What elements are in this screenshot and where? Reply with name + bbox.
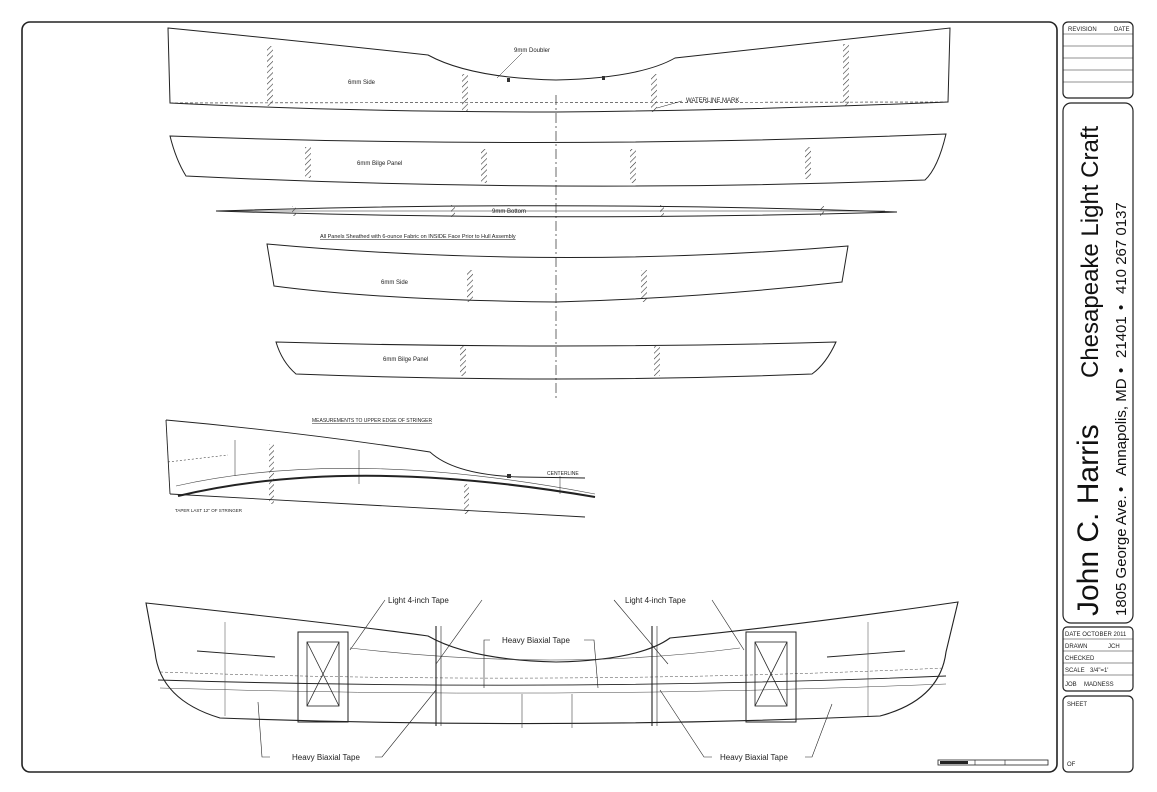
zip-line: 21401 <box>1113 316 1130 358</box>
sheet-box <box>1062 695 1134 773</box>
panel-side-top: 6mm Side 9mm Doubler WATERLINE MARK <box>167 27 951 113</box>
label-6mm-bilge-second: 6mm Bilge Panel <box>383 357 428 363</box>
hull-assembly: Light 4-inch Tape Light 4-inch Tape Heav… <box>145 596 959 762</box>
stringer-detail: MEASUREMENTS TO UPPER EDGE OF STRINGER C… <box>165 418 596 518</box>
label-9mm-bottom: 9mm Bottom <box>492 209 526 215</box>
date-value: DATE OCTOBER 2011 <box>1065 632 1127 638</box>
job-value: MADNESS <box>1084 682 1114 688</box>
address-bullet-1: • <box>1113 487 1130 492</box>
panel-bilge-top: 6mm Bilge Panel <box>169 133 947 187</box>
label-6mm-side-second: 6mm Side <box>381 280 409 286</box>
title-block: REVISION DATE John C. Harris Chesapeake … <box>1062 21 1134 773</box>
panel-bilge-second: 6mm Bilge Panel <box>275 341 837 380</box>
scale-bar <box>937 759 1049 766</box>
drawn-label: DRAWN <box>1065 644 1087 650</box>
date-label: DATE <box>1114 27 1130 33</box>
company-box <box>1062 102 1134 624</box>
designer-name: John C. Harris <box>1072 424 1105 616</box>
address-line: 1805 George Ave. <box>1113 495 1130 616</box>
centerline-label: CENTERLINE <box>547 471 579 477</box>
label-6mm-bilge-top: 6mm Bilge Panel <box>357 161 402 167</box>
panel-side-second: 6mm Side <box>266 243 849 303</box>
callout-light-tape-left: Light 4-inch Tape <box>388 596 449 605</box>
revision-label: REVISION <box>1068 27 1097 33</box>
drawn-value: JCH <box>1108 644 1120 650</box>
info-box <box>1062 626 1134 692</box>
revision-box <box>1062 21 1134 99</box>
job-label: JOB <box>1065 682 1077 688</box>
callout-heavy-biaxial-right: Heavy Biaxial Tape <box>720 753 788 762</box>
scale-label: SCALE <box>1065 668 1085 674</box>
checked-label: CHECKED <box>1065 656 1095 662</box>
label-waterline-mark: WATERLINE MARK <box>686 98 739 104</box>
taper-note: TAPER LAST 12" OF STRINGER <box>175 508 243 513</box>
label-9mm-doubler: 9mm Doubler <box>514 48 550 54</box>
callout-heavy-biaxial-left: Heavy Biaxial Tape <box>292 753 360 762</box>
sheet-label: SHEET <box>1067 702 1087 708</box>
company-name: Chesapeake Light Craft <box>1077 126 1104 378</box>
sheathing-note: All Panels Sheathed with 6-ounce Fabric … <box>320 234 516 240</box>
address-bullet-3: • <box>1113 305 1130 310</box>
panel-bottom: 9mm Bottom <box>215 205 898 218</box>
callout-light-tape-right: Light 4-inch Tape <box>625 596 686 605</box>
label-6mm-side-top: 6mm Side <box>348 80 376 86</box>
drawing-border <box>21 21 1058 773</box>
phone-line: 410 267 0137 <box>1113 202 1130 294</box>
callout-heavy-biaxial-top: Heavy Biaxial Tape <box>502 636 570 645</box>
city-line: Annapolis, MD <box>1113 378 1130 476</box>
stringer-title: MEASUREMENTS TO UPPER EDGE OF STRINGER <box>312 418 432 424</box>
scale-value: 3/4"=1' <box>1090 668 1108 674</box>
of-label: OF <box>1067 762 1076 768</box>
address-bullet-2: • <box>1113 368 1130 373</box>
